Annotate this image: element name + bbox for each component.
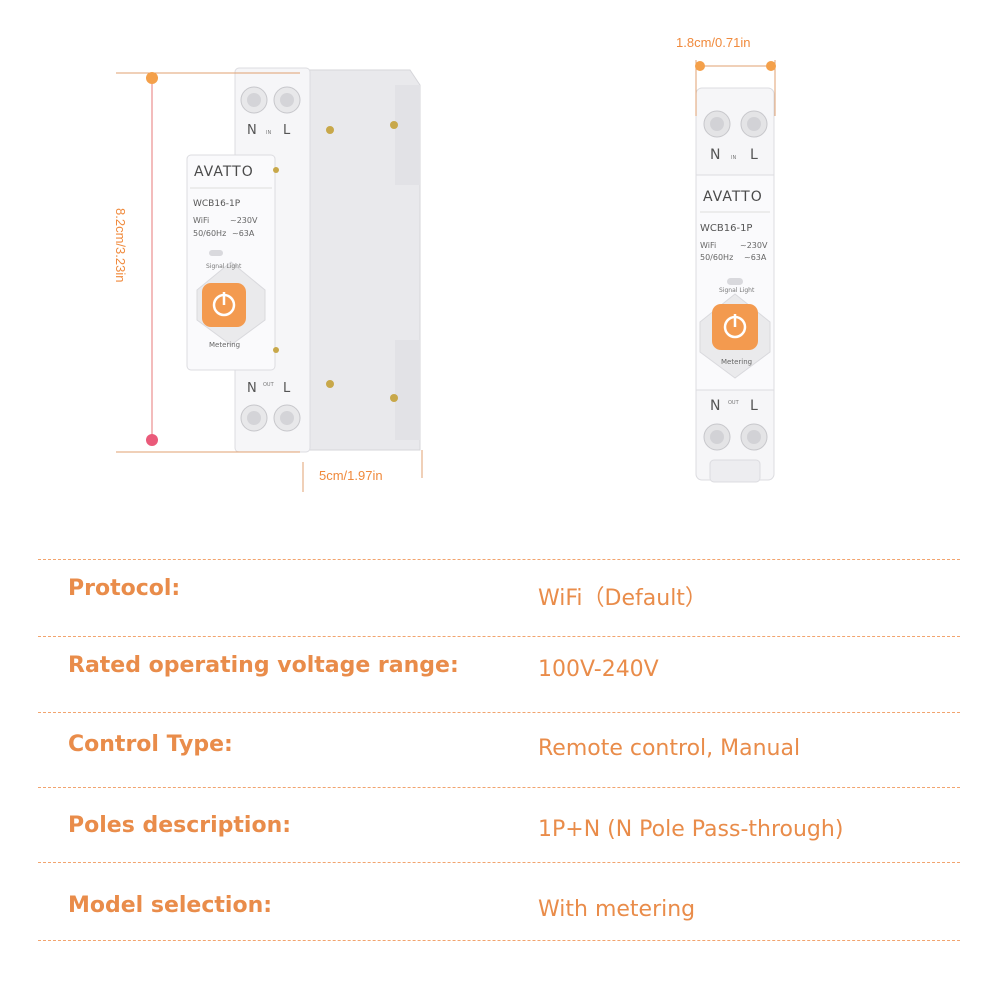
- terminal-out-left: OUT: [263, 382, 274, 388]
- spec-value: Remote control, Manual: [538, 736, 801, 761]
- terminal-n-top-right: N: [710, 147, 721, 163]
- terminal-l-bottom-right: L: [750, 398, 758, 414]
- spec-divider: [38, 559, 960, 560]
- device-side-view: [116, 60, 776, 492]
- spec-divider: [38, 862, 960, 863]
- spec-divider: [38, 712, 960, 713]
- terminal-l-top-left: L: [283, 123, 291, 138]
- signal-light-label-right: Signal Light: [719, 287, 755, 294]
- wifi-label-right: WiFi: [700, 241, 717, 250]
- spec-divider: [38, 940, 960, 941]
- spec-row-protocol: Protocol: WiFi（Default）: [38, 560, 960, 638]
- wifi-label-left: WiFi: [193, 216, 210, 225]
- voltage-label-left: ~230V: [230, 216, 258, 225]
- terminal-out-right: OUT: [728, 400, 739, 406]
- spec-row-control-type: Control Type: Remote control, Manual: [38, 716, 960, 794]
- spec-label: Control Type:: [68, 732, 233, 757]
- height-dimension-label: 8.2cm/3.23in: [113, 208, 128, 283]
- terminal-l-top-right: L: [750, 147, 758, 163]
- voltage-label-right: ~230V: [740, 241, 768, 250]
- current-label-right: ~63A: [744, 253, 767, 262]
- terminal-in-left: IN: [266, 130, 272, 136]
- spec-value: WiFi（Default）: [538, 586, 707, 611]
- freq-label-right: 50/60Hz: [700, 253, 734, 262]
- terminal-n-bottom-left: N: [247, 381, 257, 396]
- spec-row-poles: Poles description: 1P+N (N Pole Pass-thr…: [38, 797, 960, 875]
- brand-logo-left: AVATTO: [194, 164, 254, 180]
- model-label-right: WCB16-1P: [700, 223, 753, 234]
- terminal-l-bottom-left: L: [283, 381, 291, 396]
- brand-logo-right: AVATTO: [703, 189, 763, 205]
- spec-row-model-selection: Model selection: With metering: [38, 877, 960, 955]
- terminal-in-right: IN: [731, 155, 737, 161]
- current-label-left: ~63A: [232, 229, 255, 238]
- depth-dimension-label: 5cm/1.97in: [319, 468, 383, 483]
- spec-divider: [38, 787, 960, 788]
- spec-row-voltage: Rated operating voltage range: 100V-240V: [38, 637, 960, 715]
- spec-label: Protocol:: [68, 576, 181, 601]
- model-label-left: WCB16-1P: [193, 199, 241, 209]
- spec-label: Rated operating voltage range:: [68, 653, 459, 678]
- signal-light-label-left: Signal Light: [206, 263, 242, 270]
- spec-value: 1P+N (N Pole Pass-through): [538, 817, 844, 842]
- spec-value: With metering: [538, 897, 696, 922]
- metering-label-left: Metering: [209, 341, 241, 349]
- spec-label: Model selection:: [68, 893, 273, 918]
- terminal-n-top-left: N: [247, 123, 257, 138]
- terminal-n-bottom-right: N: [710, 398, 721, 414]
- spec-label: Poles description:: [68, 813, 292, 838]
- spec-divider: [38, 636, 960, 637]
- metering-label-right: Metering: [721, 358, 753, 366]
- width-dimension-label: 1.8cm/0.71in: [676, 35, 751, 50]
- freq-label-left: 50/60Hz: [193, 229, 227, 238]
- spec-value: 100V-240V: [538, 657, 659, 682]
